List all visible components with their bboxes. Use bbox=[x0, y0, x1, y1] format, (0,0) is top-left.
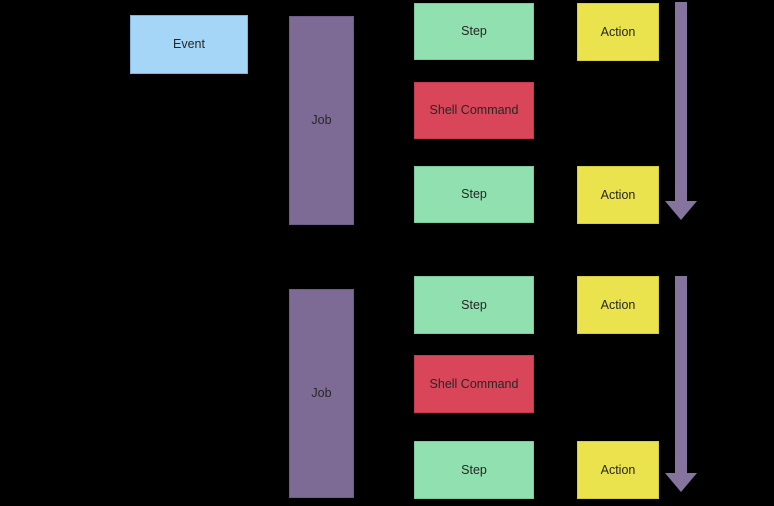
job-1-node: Job bbox=[289, 16, 354, 225]
shell-command-1-node: Shell Command bbox=[414, 82, 534, 139]
arrow-shaft bbox=[675, 2, 687, 201]
arrow-shaft bbox=[675, 276, 687, 473]
action-1-node: Action bbox=[577, 3, 659, 61]
event-node: Event bbox=[130, 15, 248, 74]
step-1-node: Step bbox=[414, 3, 534, 60]
step-2-node: Step bbox=[414, 166, 534, 223]
action-4-node: Action bbox=[577, 441, 659, 499]
action-3-node: Action bbox=[577, 276, 659, 334]
job-2-node: Job bbox=[289, 289, 354, 498]
sequence-arrow-2 bbox=[665, 276, 697, 492]
arrow-down-icon bbox=[665, 201, 697, 220]
shell-command-2-node: Shell Command bbox=[414, 355, 534, 413]
step-4-node: Step bbox=[414, 441, 534, 499]
sequence-arrow-1 bbox=[665, 2, 697, 220]
action-2-node: Action bbox=[577, 166, 659, 224]
arrow-down-icon bbox=[665, 473, 697, 492]
step-3-node: Step bbox=[414, 276, 534, 334]
